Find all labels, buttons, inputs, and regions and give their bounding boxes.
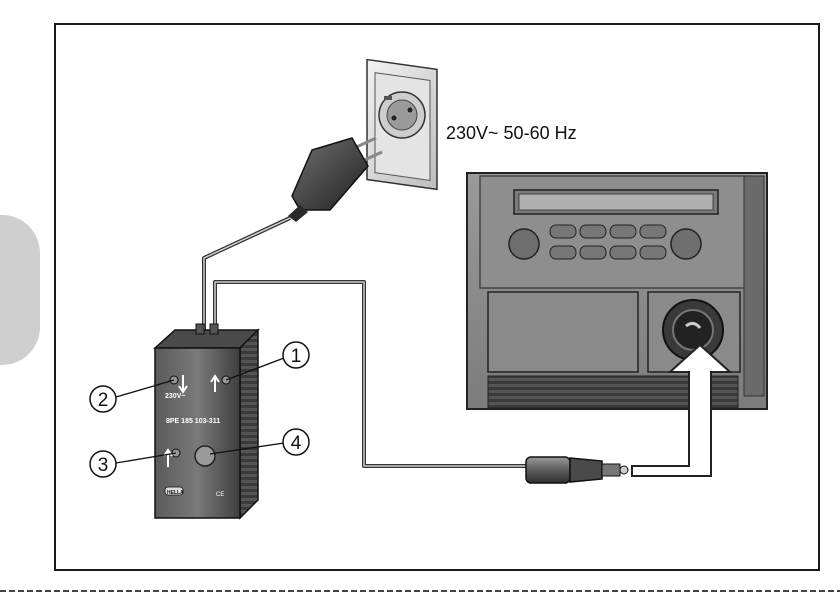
device-part-number: 8PE 185 103-311 bbox=[166, 418, 220, 425]
bottom-dashed-rule bbox=[0, 590, 840, 592]
callout-2-label: 2 bbox=[98, 390, 109, 411]
device-ce-mark: CE bbox=[216, 492, 224, 498]
callout-3-label: 3 bbox=[98, 455, 109, 476]
device-brand-logo: HELLA bbox=[167, 490, 184, 496]
car-plug bbox=[526, 457, 628, 483]
callout-4-label: 4 bbox=[291, 433, 302, 454]
voltage-label: 230V~ 50-60 Hz bbox=[446, 123, 577, 143]
device-230v-label: 230V~ bbox=[165, 393, 185, 400]
wall-socket bbox=[367, 60, 437, 190]
callout-1-label: 1 bbox=[291, 346, 302, 367]
test-device: 230V~ 8PE 185 103-311 HELLA CE bbox=[155, 324, 258, 518]
car-dashboard bbox=[467, 173, 767, 409]
